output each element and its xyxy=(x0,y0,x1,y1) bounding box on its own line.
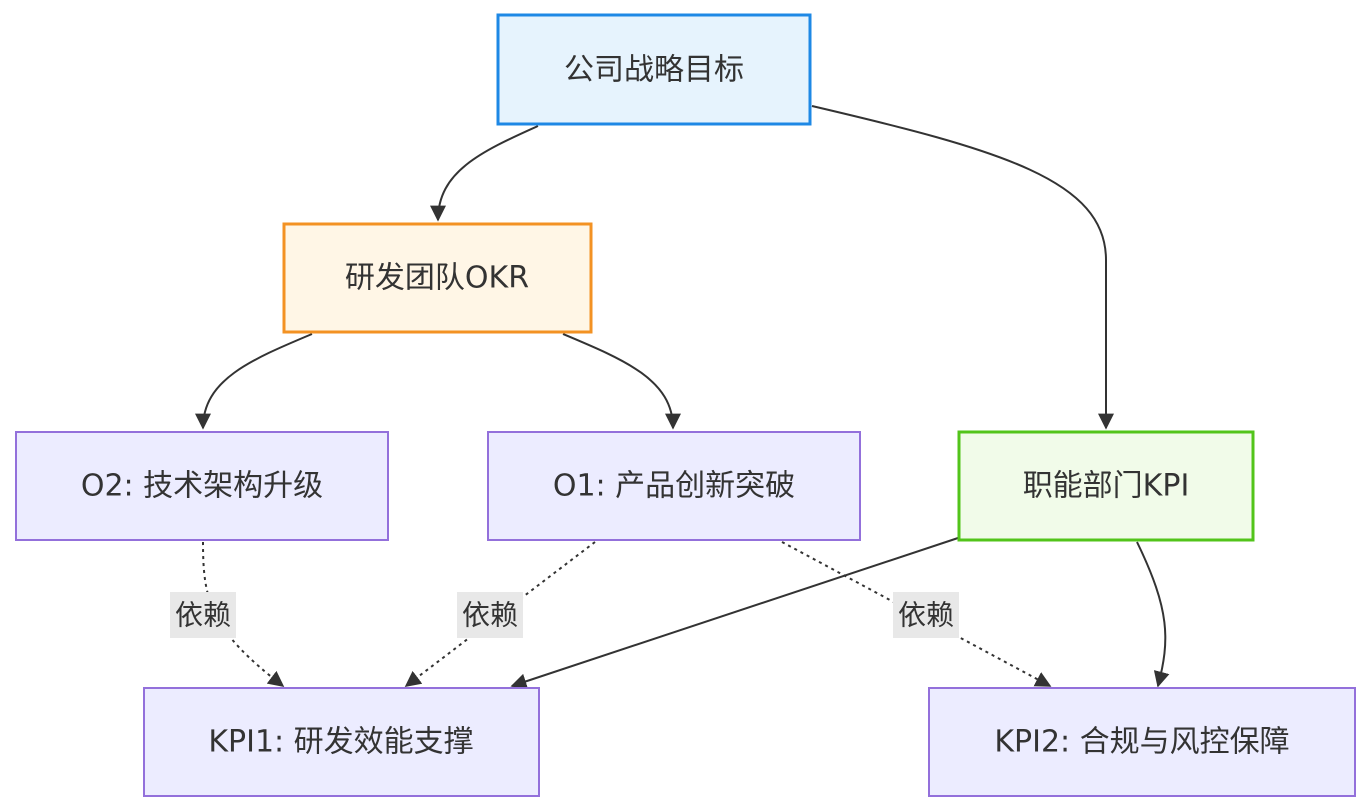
edge-label-bg xyxy=(170,592,236,638)
edge-label-o1-kpi2: 依赖 xyxy=(893,592,959,638)
node-box xyxy=(498,15,810,124)
node-label: KPI2: 合规与风控保障 xyxy=(994,725,1289,760)
node-border xyxy=(487,431,861,541)
edge-label-o2-kpi1: 依赖 xyxy=(170,592,236,638)
node-border xyxy=(928,687,1356,797)
edge-rd-okr-to-o1 xyxy=(562,333,681,430)
node-box xyxy=(284,224,591,332)
node-box xyxy=(16,432,388,540)
node-border xyxy=(143,687,540,797)
edge-rd-okr-to-o2 xyxy=(195,333,313,430)
node-label: 职能部门KPI xyxy=(1023,469,1190,504)
node-box xyxy=(959,432,1253,540)
edge-label-text: 依赖 xyxy=(462,599,518,632)
node-kpi2[interactable]: KPI2: 合规与风控保障 xyxy=(928,687,1356,797)
node-func-kpi[interactable]: 职能部门KPI xyxy=(957,430,1255,542)
edge-label-o1-kpi1: 依赖 xyxy=(457,592,523,638)
node-rd-okr[interactable]: 研发团队OKR xyxy=(282,222,593,334)
node-label: KPI1: 研发效能支撑 xyxy=(208,725,473,760)
node-o1[interactable]: O1: 产品创新突破 xyxy=(487,431,861,541)
edge-label-bg xyxy=(457,592,523,638)
edge-label-text: 依赖 xyxy=(175,599,231,632)
node-border xyxy=(15,431,389,541)
edges xyxy=(195,105,1170,690)
edge-strategy-to-rd-okr xyxy=(430,125,539,222)
node-box xyxy=(929,688,1355,796)
edge-o1-to-kpi2 xyxy=(781,541,1052,687)
node-border xyxy=(957,430,1255,542)
node-strategy[interactable]: 公司战略目标 xyxy=(496,13,812,126)
edge-func-kpi-to-kpi1 xyxy=(510,537,959,690)
node-label: O1: 产品创新突破 xyxy=(553,469,795,504)
edge-strategy-to-func-kpi xyxy=(811,105,1114,430)
node-border xyxy=(282,222,593,334)
edge-func-kpi-to-kpi2 xyxy=(1136,541,1170,688)
node-kpi1[interactable]: KPI1: 研发效能支撑 xyxy=(143,687,540,797)
node-label: O2: 技术架构升级 xyxy=(81,469,323,504)
edge-label-text: 依赖 xyxy=(898,599,954,632)
node-box xyxy=(488,432,860,540)
node-label: 研发团队OKR xyxy=(345,261,529,296)
node-label: 公司战略目标 xyxy=(564,53,744,88)
edge-o1-to-kpi1 xyxy=(404,541,596,687)
node-o2[interactable]: O2: 技术架构升级 xyxy=(15,431,389,541)
edge-label-bg xyxy=(893,592,959,638)
node-border xyxy=(496,13,812,126)
node-box xyxy=(144,688,539,796)
